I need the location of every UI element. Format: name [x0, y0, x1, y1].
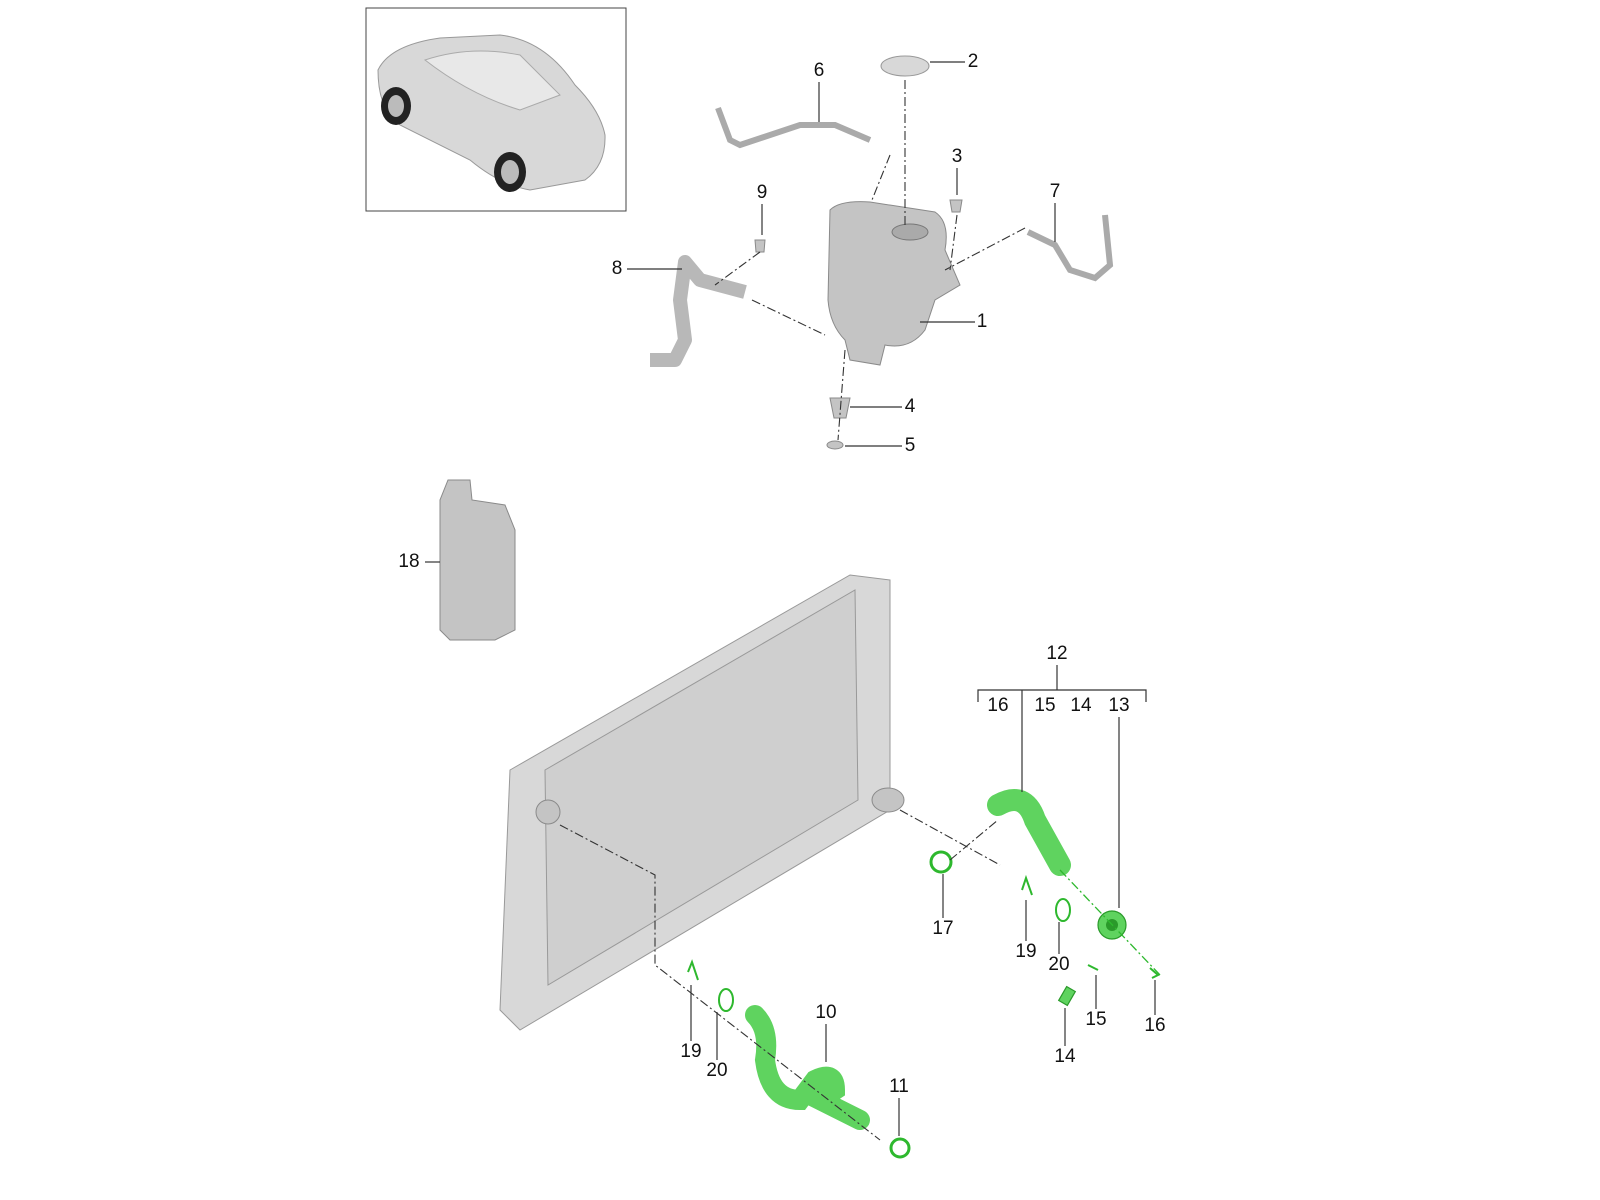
callout-4[interactable]: 4 [905, 396, 916, 417]
callout-16[interactable]: 16 [1144, 1015, 1165, 1036]
part-12-hose[interactable] [987, 789, 1071, 876]
callout-20[interactable]: 20 [1048, 954, 1069, 975]
callout-11[interactable]: 11 [889, 1076, 909, 1097]
group-12-item-13[interactable]: 13 [1108, 695, 1129, 716]
part-1-expansion-tank[interactable] [827, 201, 961, 366]
callout-6[interactable]: 6 [814, 60, 825, 81]
callout-19[interactable]: 19 [1015, 941, 1036, 962]
callout-2[interactable]: 2 [968, 51, 979, 72]
part-5[interactable] [826, 440, 844, 450]
callout-18[interactable]: 18 [398, 551, 419, 572]
callout-14[interactable]: 14 [1054, 1046, 1076, 1067]
highlighted-hoses [559, 789, 1161, 1159]
part-3[interactable] [949, 199, 963, 213]
part-6-vent-line[interactable] [715, 106, 872, 149]
leader-lines [425, 61, 1156, 1136]
part-16-clip[interactable] [1149, 967, 1160, 979]
part-20-seal[interactable] [1055, 898, 1071, 922]
part-17-clamp[interactable] [929, 850, 953, 874]
callout-1[interactable]: 1 [977, 311, 988, 332]
callout-9[interactable]: 9 [757, 182, 768, 203]
group-12-item-16[interactable]: 16 [987, 695, 1008, 716]
part-10-hose[interactable] [745, 1005, 870, 1130]
callout-5[interactable]: 5 [905, 435, 916, 456]
callout-7[interactable]: 7 [1050, 181, 1061, 202]
callout-10[interactable]: 10 [815, 1002, 836, 1023]
callout-17[interactable]: 17 [932, 918, 953, 939]
group-12-item-15[interactable]: 15 [1034, 695, 1055, 716]
callout-15[interactable]: 15 [1085, 1009, 1106, 1030]
callout-19[interactable]: 19 [680, 1041, 701, 1062]
callout-12[interactable]: 12 [1046, 643, 1067, 664]
expansion-tank-assembly [650, 55, 1114, 450]
part-19-clip[interactable] [687, 959, 699, 981]
part-7-vent-line[interactable] [1026, 214, 1114, 282]
vehicle-overview-inset[interactable] [365, 7, 627, 212]
part-9[interactable] [754, 239, 766, 253]
part-11-clamp[interactable] [889, 1137, 911, 1159]
callout-20[interactable]: 20 [706, 1060, 727, 1081]
part-15-clip[interactable] [1087, 964, 1099, 971]
callout-8[interactable]: 8 [612, 258, 623, 279]
callout-3[interactable]: 3 [952, 146, 963, 167]
part-14-sensor[interactable] [1057, 985, 1077, 1007]
group-12-item-14[interactable]: 14 [1070, 695, 1092, 716]
callout-labels: 1 2 3 4 5 6 7 8 9 10 11 12 16 15 14 13 1… [398, 51, 1165, 1097]
part-19-clip[interactable] [1021, 874, 1033, 896]
part-8-hose[interactable] [650, 255, 747, 367]
part-20-seal[interactable] [718, 988, 734, 1012]
part-2-cap[interactable] [880, 55, 930, 77]
radiator[interactable] [499, 574, 905, 1031]
part-18-coolant-bottle[interactable] [439, 479, 516, 641]
